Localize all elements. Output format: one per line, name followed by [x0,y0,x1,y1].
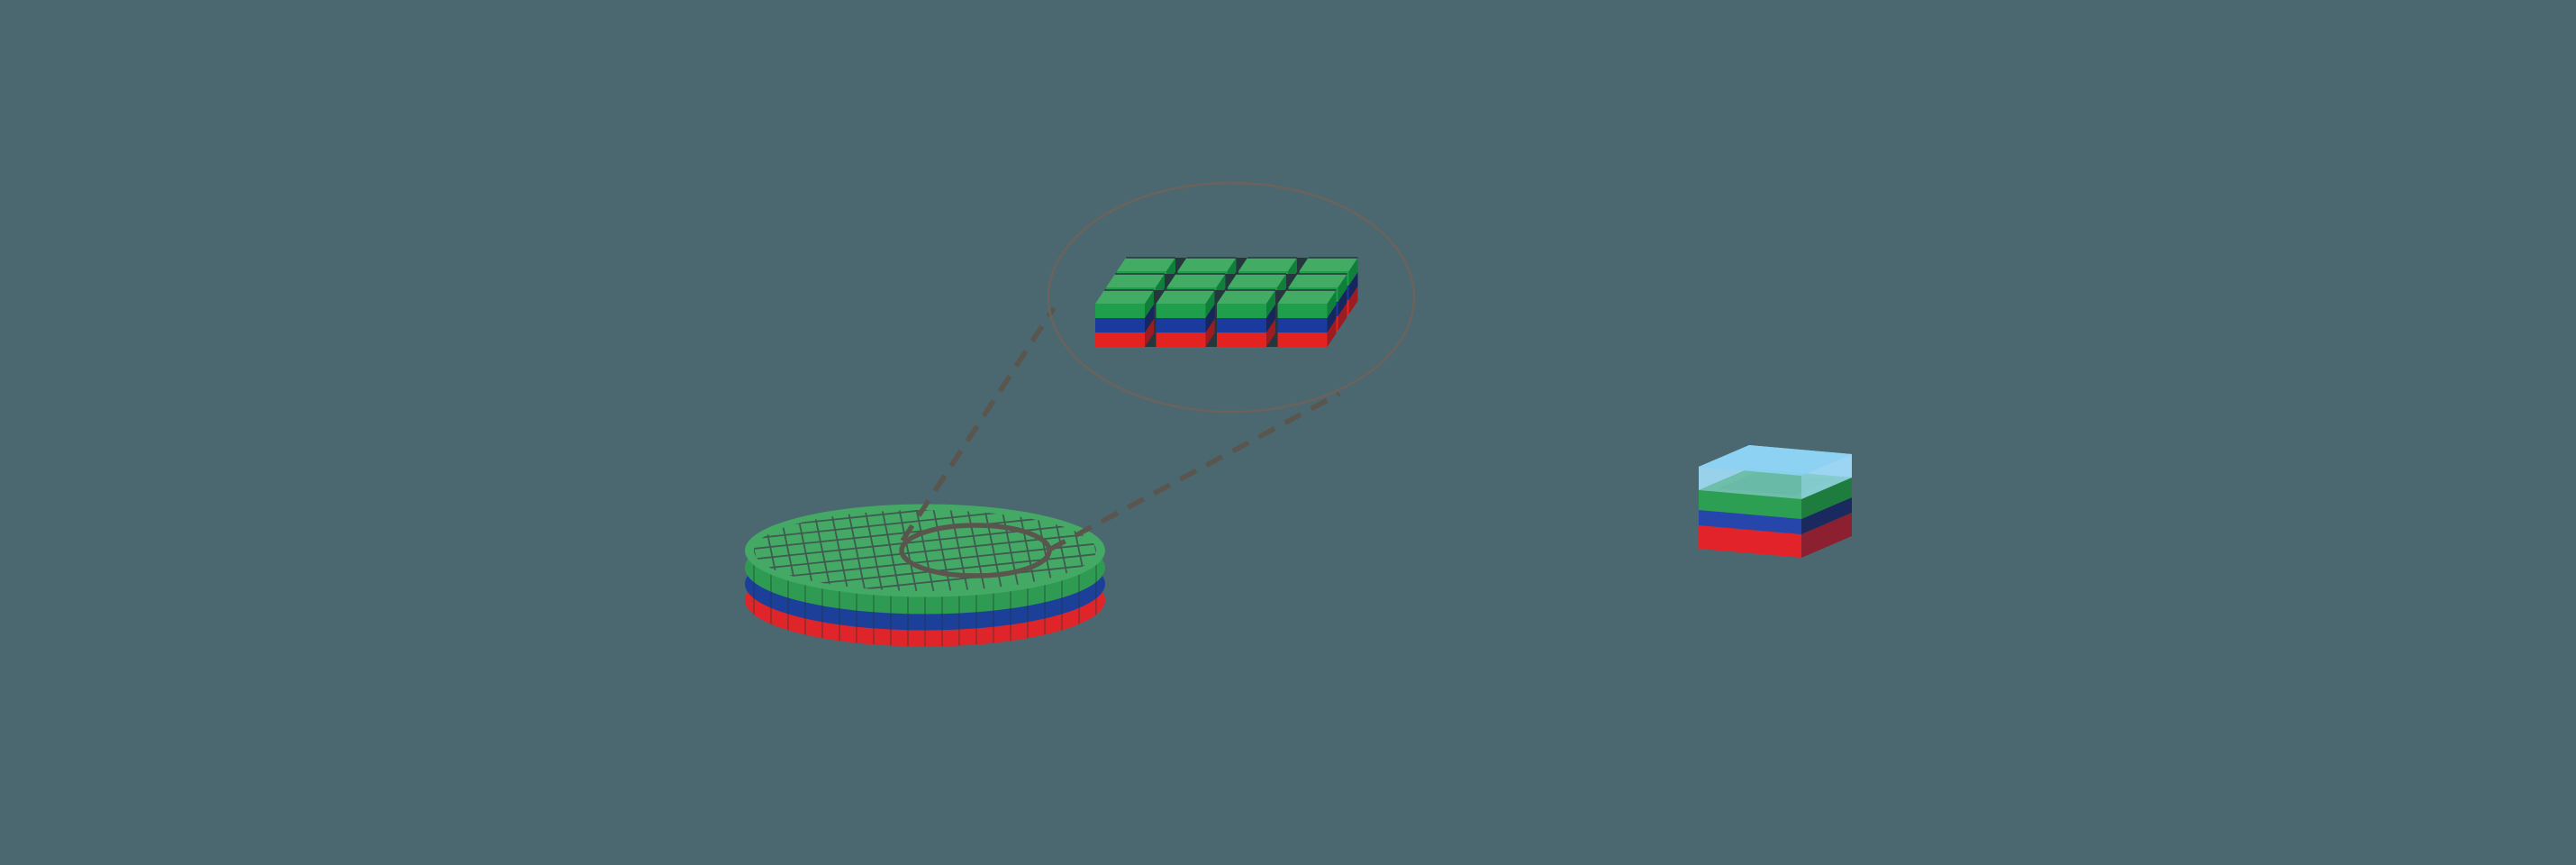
wafer-grid-col-line [879,510,903,591]
chip-top-face [1277,290,1337,304]
wafer [745,504,1105,647]
chip-side-face [1145,319,1154,347]
chip-top-face [1156,290,1215,304]
packaged-chip [1699,445,1852,558]
package-layer-green-front-face [1699,490,1801,519]
chip-front-face [1277,332,1328,347]
wafer-grid-row-line [754,563,1096,591]
wafer-grid-row-line [754,542,1096,581]
chip-side-face [1266,305,1275,332]
chip-side-face [1205,290,1215,318]
chip-side-face [1266,290,1275,318]
package-layer-red-side-face [1801,513,1852,558]
wafer-grid-row-line [754,510,1096,540]
chip-side-face [1327,305,1337,332]
chip-side-face [1338,274,1347,302]
wafer-grid-col-line [999,510,1022,591]
chip-side-face [1338,288,1347,316]
chip-front-face [1217,332,1266,347]
package-layer-blue-side-face [1801,497,1852,534]
wafer-grid-row-line [754,522,1096,560]
diced-chip [1217,289,1287,347]
leader-line [900,306,1057,542]
wafer-grid-col-line [965,510,988,591]
wafer-grid-col-line [896,510,920,591]
chip-front-face [1095,304,1145,318]
chip-top-face [1299,258,1358,271]
chip-side-face [1205,305,1215,332]
wafer-grid-col-line [862,510,885,591]
diced-chip [1277,289,1337,347]
callout-ellipse [1047,181,1416,414]
diced-chip-array [1095,257,1358,347]
wafer-grid-col-line [982,510,1005,591]
chip-front-face [1217,304,1266,318]
package-lid-front-left-face [1699,467,1801,499]
package-layer-red-front-face [1699,525,1801,558]
chip-top-face [1117,258,1175,271]
chip-side-face [1348,287,1358,314]
chip-side-face [1205,319,1215,347]
chip-top-face [1228,274,1286,287]
package-lid-top-face [1699,445,1852,476]
chip-side-face [1327,290,1337,318]
chip-front-face [1217,318,1266,332]
wafer-grid-col-line [948,510,971,591]
wafer-grid-col-line [845,510,868,591]
chip-top-face [1166,274,1226,287]
package-layer-blue-front-face [1699,510,1801,534]
wafer-grid-row-line [754,510,1096,530]
package-lid-front-right-face [1801,454,1852,499]
chip-top-face [1288,274,1347,287]
chip-side-face [1327,319,1337,347]
chip-front-face [1156,332,1206,347]
leader-line [1048,391,1341,552]
chip-front-face [1277,318,1328,332]
chip-side-face [1338,303,1347,331]
chip-top-face [1106,274,1165,287]
chip-side-face [1145,305,1154,332]
chip-front-face [1277,304,1328,318]
callout-leader-lines [900,306,1341,552]
chip-side-face [1266,319,1275,347]
diced-chip [1095,289,1166,347]
chip-top-face [1177,258,1237,271]
chip-front-face [1095,332,1145,347]
chip-side-face [1348,272,1358,300]
chip-front-face [1156,304,1206,318]
wafer-grid-col-line [913,510,937,591]
wafer-grid-col-line [828,510,851,591]
wafer-grid-col-line [930,510,954,591]
callout-magnifier-ellipse [1047,181,1416,414]
diced-chip [1156,289,1226,347]
chip-front-face [1095,318,1145,332]
chip-top-face [1095,290,1154,304]
chip-side-face [1348,258,1358,286]
package-layer-green-side-face [1801,478,1852,519]
wafer-target-circle [899,523,1052,578]
chip-side-face [1145,290,1154,318]
chip-top-face [1238,258,1297,271]
chip-top-face [1217,290,1275,304]
chip-front-face [1156,318,1206,332]
